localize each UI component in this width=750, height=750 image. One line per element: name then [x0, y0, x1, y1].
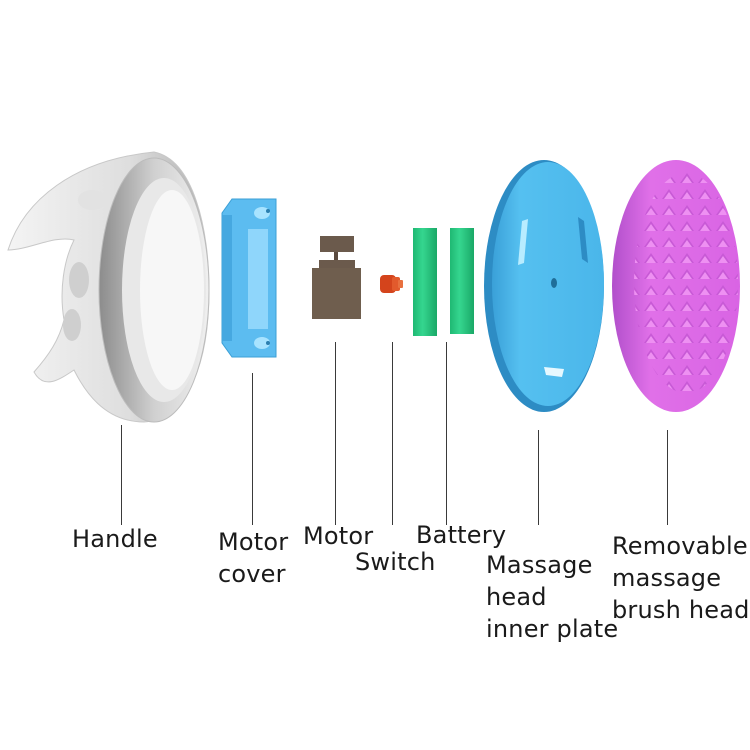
label-switch: Switch [355, 548, 436, 576]
switch-part [378, 272, 406, 296]
leader-line-motor-cover [252, 373, 253, 525]
label-handle: Handle [72, 525, 158, 553]
leader-line-switch [392, 342, 393, 525]
leader-line-inner-plate [538, 430, 539, 525]
label-battery: Battery [416, 521, 507, 549]
battery-part [410, 226, 480, 338]
brush-head-part [606, 155, 750, 417]
leader-line-motor [335, 342, 336, 525]
leader-line-brush-head [667, 430, 668, 525]
motor-part [310, 233, 365, 323]
leader-line-handle [121, 425, 122, 525]
label-inner-plate: Massage head inner plate [486, 551, 619, 643]
inner-plate-part [478, 155, 610, 417]
motor-cover-part [218, 193, 282, 363]
label-motor-cover: Motor cover [218, 528, 289, 588]
label-motor: Motor [303, 522, 374, 550]
leader-line-battery [446, 342, 447, 525]
label-brush-head: Removable massage brush head [612, 532, 750, 624]
handle-part [4, 140, 214, 430]
